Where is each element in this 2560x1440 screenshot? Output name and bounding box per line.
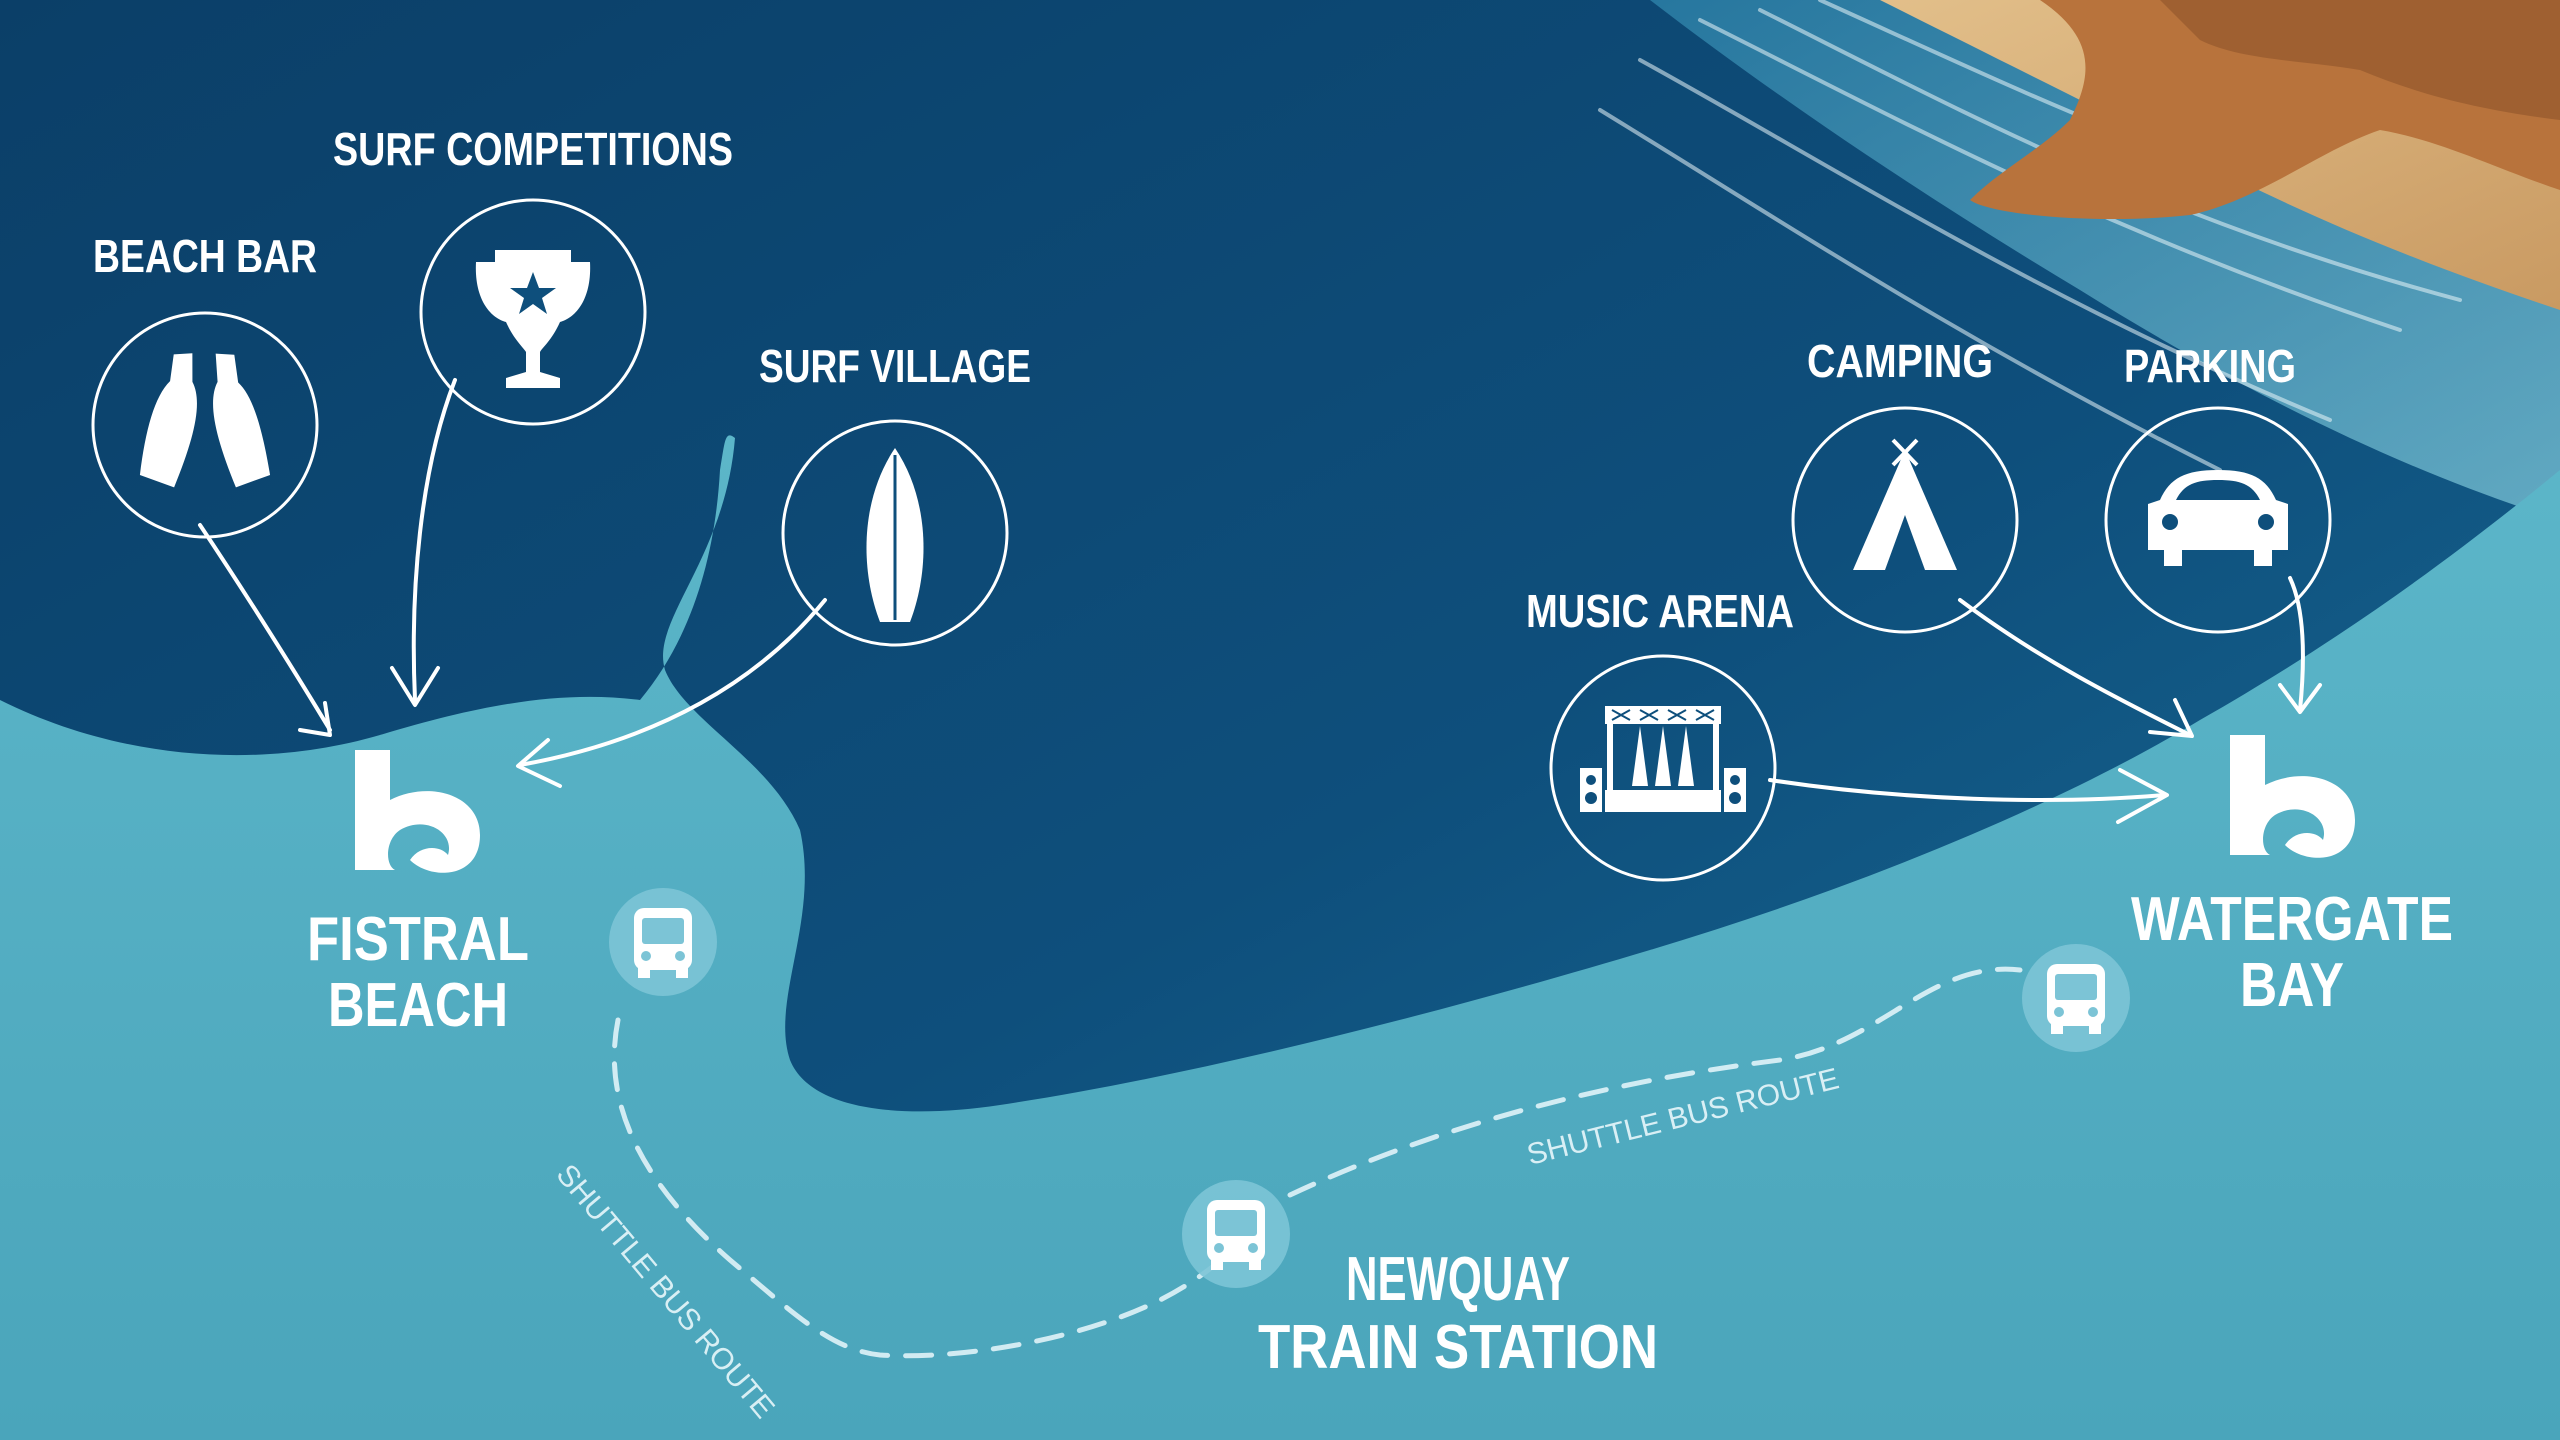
amenity-arrows [198,378,2322,824]
venue-name: BAY [2240,951,2344,1020]
trophy-icon [475,250,591,388]
amenity-surf-village[interactable]: SURF VILLAGE [759,340,1031,647]
bus-stop-fistral[interactable] [609,888,717,996]
tent-icon [1853,438,1957,570]
venue-fistral-beach[interactable]: FISTRAL BEACH [307,750,529,1040]
venue-name: BEACH [328,971,508,1040]
venue-name: NEWQUAY [1346,1245,1570,1314]
wave-logo-icon [2230,735,2355,858]
amenity-beach-bar[interactable]: BEACH BAR [91,230,319,539]
amenity-music-arena[interactable]: MUSIC ARENA [1526,585,1794,882]
amenity-label: SURF COMPETITIONS [333,123,733,175]
shuttle-route-path [611,966,2023,1359]
amenity-label: MUSIC ARENA [1526,585,1794,637]
bus-icon [634,908,692,978]
bus-icon [1207,1200,1265,1270]
amenity-label: BEACH BAR [93,230,317,282]
amenity-label: SURF VILLAGE [759,340,1031,392]
stage-icon [1580,706,1746,812]
amenity-parking[interactable]: PARKING [2104,340,2332,634]
car-icon [2148,470,2288,566]
bus-icon [2047,964,2105,1034]
bus-stop-newquay[interactable] [1182,1180,1290,1288]
wave-logo-icon [355,750,480,873]
surfboard-icon [866,448,924,622]
venue-name: WATERGATE [2131,885,2453,954]
amenity-label: PARKING [2124,340,2296,392]
amenity-surf-competitions[interactable]: SURF COMPETITIONS [333,123,733,426]
venue-watergate-bay[interactable]: WATERGATE BAY [2131,735,2453,1020]
venue-name: TRAIN STATION [1258,1313,1658,1382]
cliff-shadow [2160,0,2560,120]
venue-newquay-train-station[interactable]: NEWQUAY TRAIN STATION [1258,1245,1658,1382]
amenity-camping[interactable]: CAMPING [1791,335,2019,634]
bus-stop-watergate[interactable] [2022,944,2130,1052]
venue-name: FISTRAL [307,905,529,974]
land [0,435,2560,1440]
bottles-icon [139,353,271,488]
amenity-label: CAMPING [1807,335,1993,387]
